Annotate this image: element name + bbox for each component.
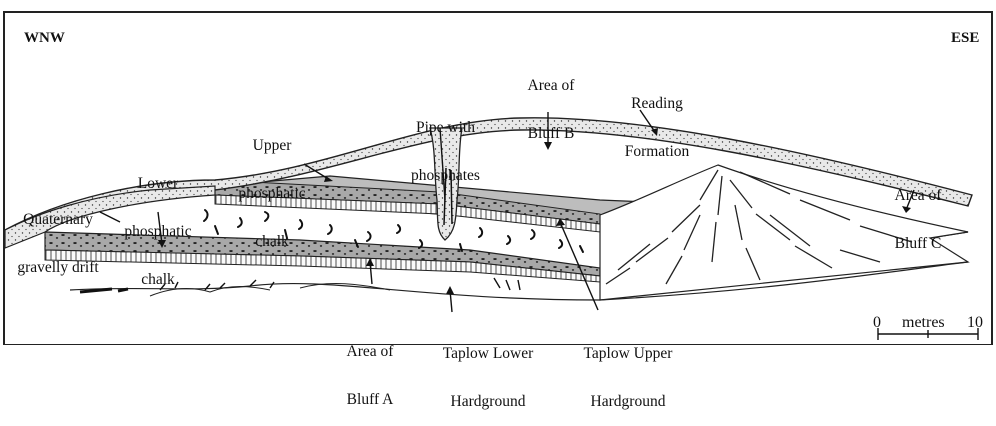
label-area-bluff-b-line1: Area of <box>521 78 581 94</box>
label-area-bluff-b: Area of Bluff B <box>521 46 581 158</box>
label-lower-phosphatic-chalk: Lower phosphatic chalk <box>118 144 198 304</box>
label-reading-line1: Reading <box>612 96 702 112</box>
label-quaternary-line2: gravelly drift <box>6 260 110 276</box>
label-area-bluff-b-line2: Bluff B <box>521 126 581 142</box>
label-area-bluff-a-line1: Area of <box>338 344 402 360</box>
label-upper-line2: phosphatic <box>232 186 312 202</box>
label-taplow-lower-line1: Taplow Lower <box>430 346 546 362</box>
scale-min-label: 0 <box>873 314 881 332</box>
label-quaternary-drift: Quaternary gravelly drift <box>6 180 110 292</box>
label-reading-formation: Reading Formation <box>612 64 702 176</box>
label-upper-line1: Upper <box>232 138 312 154</box>
scale-unit-label: metres <box>902 314 945 332</box>
label-taplow-upper-line2: Hardground <box>570 394 686 410</box>
cross-section-diagram: WNW ESE Area of Bluff B Reading Formatio… <box>0 0 996 345</box>
label-pipe-line2: phosphates <box>398 168 493 184</box>
label-area-bluff-a: Area of Bluff A <box>338 312 402 424</box>
label-area-bluff-a-line2: Bluff A <box>338 392 402 408</box>
label-quaternary-line1: Quaternary <box>6 212 110 228</box>
orientation-left: WNW <box>24 30 65 46</box>
label-area-bluff-c-line1: Area of <box>886 188 950 204</box>
label-lower-line1: Lower <box>118 176 198 192</box>
label-taplow-upper-line1: Taplow Upper <box>570 346 686 362</box>
label-area-bluff-c: Area of Bluff C <box>886 156 950 268</box>
label-taplow-lower-line2: Hardground <box>430 394 546 410</box>
label-lower-line2: phosphatic <box>118 224 198 240</box>
label-upper-phosphatic-chalk: Upper phosphatic chalk <box>232 106 312 266</box>
label-reading-line2: Formation <box>612 144 702 160</box>
label-taplow-upper: Taplow Upper Hardground <box>570 314 686 426</box>
label-pipe-phosphates: Pipe with phosphates <box>398 88 493 200</box>
label-upper-line3: chalk <box>232 234 312 250</box>
label-lower-line3: chalk <box>118 272 198 288</box>
label-taplow-lower: Taplow Lower Hardground <box>430 314 546 426</box>
label-pipe-line1: Pipe with <box>398 120 493 136</box>
label-area-bluff-c-line2: Bluff C <box>886 236 950 252</box>
scale-max-label: 10 <box>967 314 983 332</box>
orientation-right: ESE <box>951 30 979 46</box>
